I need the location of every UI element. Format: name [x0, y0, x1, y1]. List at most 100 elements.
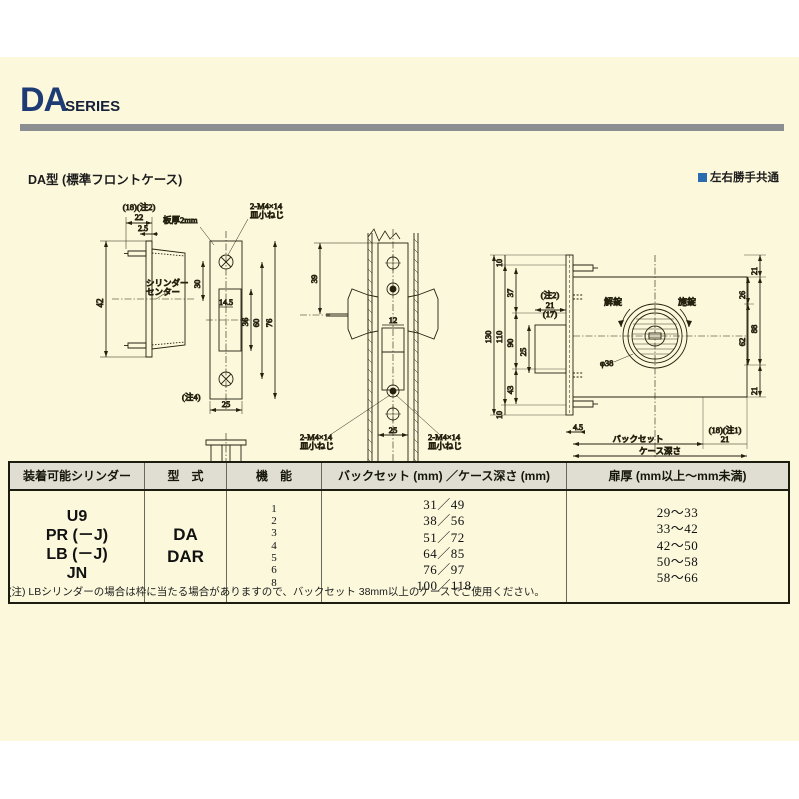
- list-item: 58～66: [656, 570, 699, 586]
- svg-text:皿小ねじ: 皿小ねじ: [250, 210, 284, 220]
- cell-door-thickness: 29～33 33～42 42～50 50～58 58～66: [566, 490, 790, 604]
- svg-text:皿小ねじ: 皿小ねじ: [428, 441, 462, 451]
- door-thickness-list: 29～33 33～42 42～50 50～58 58～66: [569, 505, 786, 586]
- table-row: U9 PR (－J) LB (－J) JN DA DAR 1 2: [8, 490, 790, 604]
- svg-text:板厚2mm: 板厚2mm: [163, 215, 198, 225]
- list-item: 50～58: [656, 553, 699, 569]
- list-item: 64／85: [423, 545, 465, 561]
- cell-backset: 31／49 38／56 51／72 64／85 76／97 100／118: [321, 490, 567, 604]
- svg-text:φ38: φ38: [600, 358, 613, 368]
- svg-text:62: 62: [737, 338, 747, 347]
- spec-sheet: DASERIES DA型 (標準フロントケース) 左右勝手共通: [0, 57, 799, 741]
- cell-functions: 1 2 3 4 5 6 8: [226, 490, 322, 604]
- svg-text:21: 21: [546, 300, 555, 310]
- svg-text:43: 43: [505, 386, 515, 395]
- svg-text:25: 25: [222, 399, 231, 409]
- svg-text:施錠: 施錠: [678, 296, 696, 307]
- svg-text:センター: センター: [146, 287, 180, 297]
- list-item: 5: [271, 551, 277, 564]
- cylinder-list: U9 PR (－J) LB (－J) JN: [12, 508, 142, 584]
- svg-text:21: 21: [750, 387, 759, 395]
- list-item: 29～33: [656, 505, 699, 521]
- svg-text:39: 39: [309, 275, 319, 284]
- svg-text:2.5: 2.5: [138, 224, 148, 233]
- list-item: 8: [271, 576, 277, 589]
- svg-text:シリンダー: シリンダー: [146, 278, 189, 288]
- drawing-front-plate-side: 42 22 (18)(注2) 2.5 シリンダー センター: [95, 202, 196, 358]
- footnote: (注) LBシリンダーの場合は枠に当たる場合がありますので、バックセット 38m…: [8, 586, 545, 598]
- svg-text:42: 42: [95, 299, 105, 308]
- drawing-front-plate-face: 板厚2mm 2-M4×14 皿小ねじ (注4) 30 14.5 36: [163, 201, 284, 487]
- svg-text:2-M4×14: 2-M4×14: [300, 432, 333, 442]
- bullet-square-icon: [698, 173, 707, 182]
- svg-text:21: 21: [721, 434, 730, 444]
- svg-text:(17): (17): [543, 309, 557, 319]
- col-header-thickness: 扉厚 (mm以上～mm未満): [566, 461, 790, 491]
- list-item: PR (－J): [45, 526, 109, 544]
- list-item: 4: [271, 539, 277, 552]
- list-item: JN: [66, 564, 88, 582]
- svg-text:130: 130: [483, 331, 493, 344]
- list-item: 6: [271, 564, 277, 577]
- list-item: 3: [271, 527, 277, 540]
- svg-text:25: 25: [518, 348, 528, 357]
- list-item: 1: [271, 502, 277, 515]
- svg-text:14.5: 14.5: [219, 298, 233, 307]
- svg-text:ケース深さ: ケース深さ: [639, 446, 681, 456]
- col-header-function: 機 能: [226, 461, 322, 491]
- cell-types: DA DAR: [144, 490, 227, 604]
- svg-text:88: 88: [749, 325, 759, 334]
- svg-text:10: 10: [495, 259, 504, 267]
- brand-logo: DASERIES: [20, 83, 120, 117]
- svg-text:解錠: 解錠: [604, 296, 622, 307]
- cell-cylinders: U9 PR (－J) LB (－J) JN: [8, 490, 145, 604]
- backset-list: 31／49 38／56 51／72 64／85 76／97 100／118: [324, 497, 564, 595]
- list-item: U9: [66, 508, 88, 525]
- svg-text:バックセット: バックセット: [612, 434, 663, 444]
- svg-text:(18)(注1): (18)(注1): [709, 425, 742, 435]
- list-item: 76／97: [423, 562, 465, 577]
- technical-drawings: 42 22 (18)(注2) 2.5 シリンダー センター: [95, 201, 766, 505]
- list-item: DAR: [167, 546, 204, 566]
- svg-text:30: 30: [192, 280, 202, 289]
- svg-text:22: 22: [135, 212, 144, 222]
- list-item: 38／56: [423, 513, 465, 529]
- handedness-note: 左右勝手共通: [698, 169, 779, 185]
- table-header-row: 装着可能シリンダー 型 式 機 能 バックセット (mm) ／ケース深さ (mm…: [8, 461, 790, 491]
- svg-text:60: 60: [251, 319, 261, 328]
- list-item: 33～42: [656, 521, 699, 537]
- svg-text:76: 76: [264, 319, 274, 328]
- list-item: DA: [173, 524, 198, 544]
- svg-text:36: 36: [240, 318, 250, 327]
- svg-text:110: 110: [494, 331, 504, 343]
- list-item: 100／118: [416, 578, 472, 594]
- brand-series: SERIES: [65, 98, 121, 115]
- col-header-cylinder: 装着可能シリンダー: [8, 461, 145, 491]
- spec-table: 装着可能シリンダー 型 式 機 能 バックセット (mm) ／ケース深さ (mm…: [8, 461, 790, 604]
- page-title: DA型 (標準フロントケース): [28, 173, 183, 187]
- list-item: 31／49: [423, 497, 465, 512]
- svg-text:2-M4×14: 2-M4×14: [250, 201, 283, 211]
- svg-text:(注2): (注2): [541, 290, 560, 300]
- svg-text:25: 25: [389, 425, 398, 435]
- svg-text:26: 26: [738, 291, 747, 299]
- list-item: 51／72: [423, 529, 465, 545]
- svg-text:4.5: 4.5: [573, 423, 583, 432]
- header-rule: [20, 124, 784, 131]
- svg-text:21: 21: [750, 267, 759, 275]
- col-header-backset: バックセット (mm) ／ケース深さ (mm): [321, 461, 567, 491]
- svg-text:(注4): (注4): [182, 392, 201, 402]
- function-list: 1 2 3 4 5 6 8: [229, 503, 319, 589]
- col-header-type: 型 式: [144, 461, 227, 491]
- svg-text:90: 90: [505, 339, 515, 348]
- list-item: 42～50: [656, 537, 699, 553]
- svg-text:2-M4×14: 2-M4×14: [428, 432, 461, 442]
- handedness-label: 左右勝手共通: [710, 172, 779, 184]
- svg-text:(18)(注2): (18)(注2): [123, 202, 156, 212]
- list-item: LB (－J): [46, 545, 108, 563]
- brand-name: DA: [20, 81, 68, 119]
- type-list: DA DAR: [147, 524, 224, 568]
- svg-text:皿小ねじ: 皿小ねじ: [300, 441, 334, 451]
- svg-text:12: 12: [389, 315, 398, 325]
- svg-text:37: 37: [505, 289, 515, 298]
